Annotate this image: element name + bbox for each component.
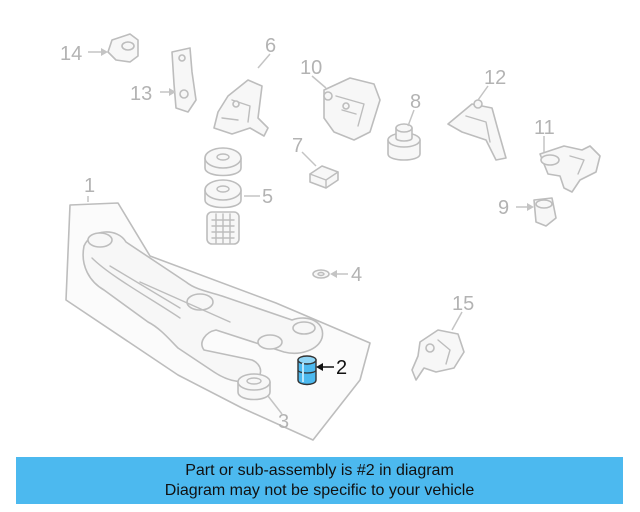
- part-11-mount[interactable]: [539, 145, 601, 193]
- callout-13: 13: [130, 83, 152, 105]
- part-14-mount[interactable]: [107, 33, 139, 63]
- callout-8: 8: [410, 91, 421, 113]
- part-10-bracket[interactable]: [323, 77, 381, 141]
- parts-diagram: 1 2 3 4 5 6 7 8 9 10 11 12 13 14 15: [60, 33, 601, 441]
- part-6-bracket[interactable]: [213, 79, 269, 137]
- part-1-crossmember[interactable]: [65, 202, 371, 441]
- part-12-bracket[interactable]: [447, 99, 507, 161]
- part-13-bracket[interactable]: [171, 47, 197, 113]
- part-4-washer[interactable]: [312, 269, 330, 279]
- leader-lines: [87, 48, 545, 415]
- callout-10: 10: [300, 57, 322, 79]
- part-15-mount[interactable]: [411, 329, 465, 381]
- info-banner: Part or sub-assembly is #2 in diagram Di…: [16, 457, 623, 504]
- callout-2: 2: [336, 357, 347, 379]
- callout-1: 1: [84, 175, 95, 197]
- part-7-block[interactable]: [309, 165, 339, 189]
- callout-9: 9: [498, 197, 509, 219]
- callout-4: 4: [351, 264, 362, 286]
- part-3-mount[interactable]: [237, 373, 271, 401]
- part-9-mount[interactable]: [533, 197, 557, 227]
- callout-15: 15: [452, 293, 474, 315]
- callout-6: 6: [265, 35, 276, 57]
- callout-12: 12: [484, 67, 506, 89]
- part-5-mount-set[interactable]: [204, 147, 242, 245]
- callout-5: 5: [262, 186, 273, 208]
- callout-3: 3: [278, 411, 289, 433]
- part-8-mount[interactable]: [387, 123, 421, 161]
- banner-line-2: Diagram may not be specific to your vehi…: [164, 481, 475, 499]
- callout-11: 11: [534, 117, 555, 139]
- part-2-bushing[interactable]: [297, 355, 317, 386]
- banner-line-1: Part or sub-assembly is #2 in diagram: [185, 461, 454, 479]
- callout-14: 14: [60, 43, 82, 65]
- callout-7: 7: [292, 135, 303, 157]
